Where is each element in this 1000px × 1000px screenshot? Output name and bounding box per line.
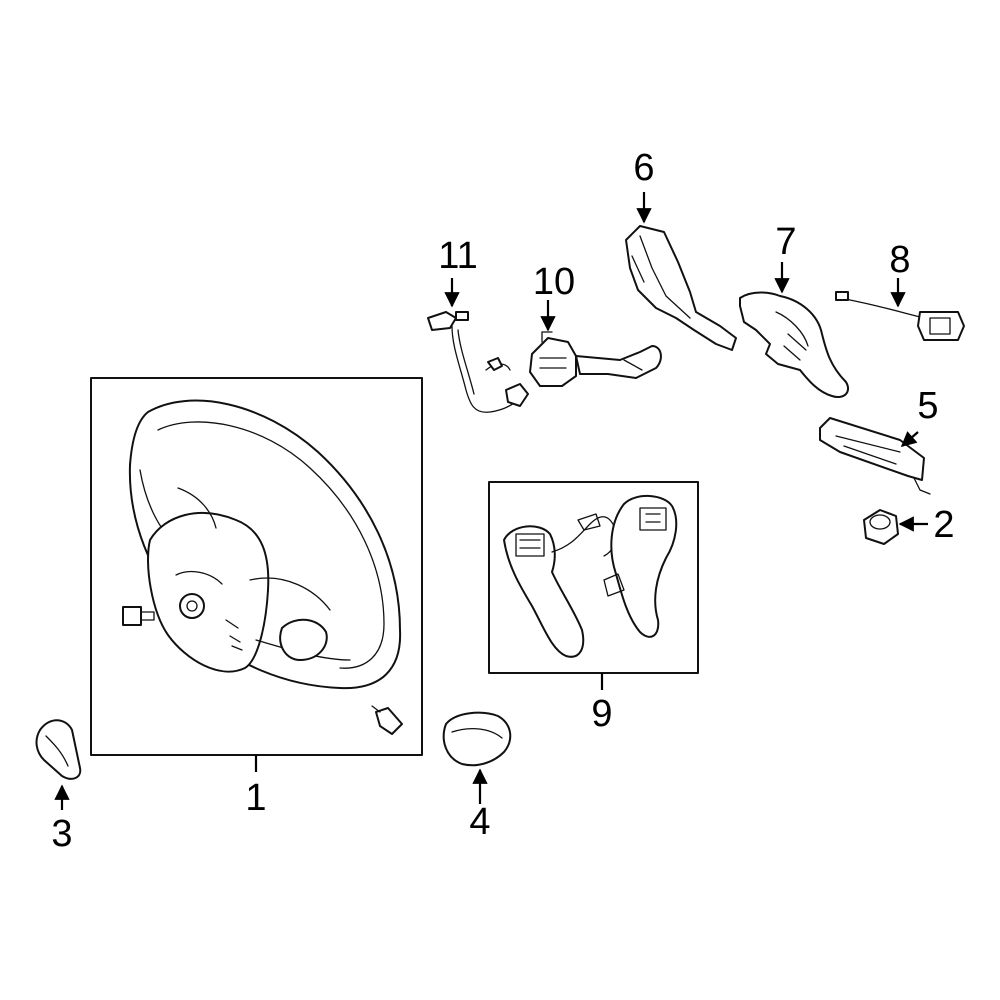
part-9-switch-assembly[interactable] xyxy=(488,481,699,674)
part-10-cruise-switch[interactable] xyxy=(529,331,662,387)
callout-10[interactable]: 10 xyxy=(533,261,575,303)
part-9-frame xyxy=(488,481,699,674)
callout-7[interactable]: 7 xyxy=(775,221,796,263)
part-4-cover[interactable] xyxy=(442,711,512,767)
callout-5-arrow xyxy=(900,431,919,448)
callout-9[interactable]: 9 xyxy=(591,693,612,735)
callout-2[interactable]: 2 xyxy=(933,504,954,546)
callout-4[interactable]: 4 xyxy=(469,801,490,843)
part-7-lower-cover[interactable] xyxy=(739,291,850,398)
part-1-steering-wheel[interactable] xyxy=(90,377,423,756)
callout-6[interactable]: 6 xyxy=(633,147,654,189)
callout-5[interactable]: 5 xyxy=(917,385,938,427)
callout-11[interactable]: 11 xyxy=(438,235,477,277)
callout-8[interactable]: 8 xyxy=(889,239,910,281)
part-11-wiring[interactable] xyxy=(427,311,529,413)
part-3-cover[interactable] xyxy=(35,719,82,780)
callout-3[interactable]: 3 xyxy=(51,813,72,855)
part-6-highlighted-cover[interactable] xyxy=(625,225,737,351)
part-8-wire-harness[interactable] xyxy=(835,291,965,341)
part-5-cover[interactable] xyxy=(819,417,931,495)
bolt-right xyxy=(371,705,403,735)
part-2-nut[interactable] xyxy=(863,509,899,545)
callout-1[interactable]: 1 xyxy=(245,777,266,819)
bolt-left xyxy=(122,606,155,626)
